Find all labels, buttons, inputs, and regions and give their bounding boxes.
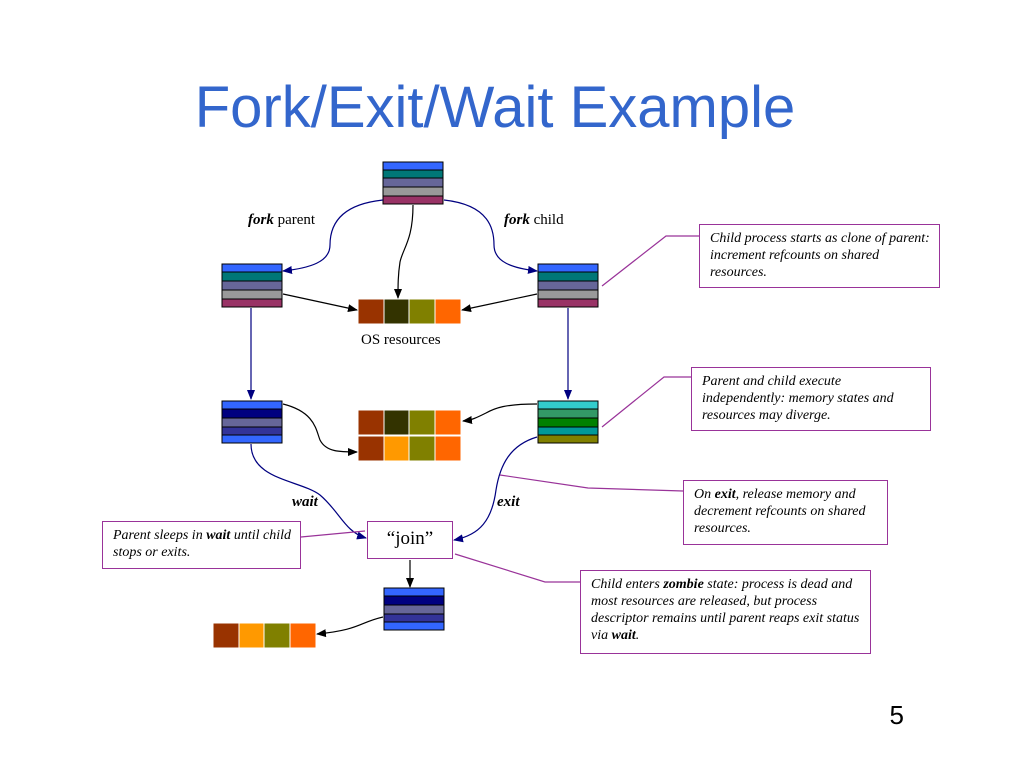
os-resources-label: OS resources — [361, 332, 441, 348]
diverged-resources-block — [357, 409, 462, 462]
zombie-callout-line — [454, 553, 580, 583]
process-stack-parent-running — [221, 400, 283, 444]
note-independent: Parent and child execute independently: … — [691, 367, 931, 431]
exit-label: exit — [497, 494, 520, 510]
child-diverged-arrow — [462, 403, 538, 424]
note-clone: Child process starts as clone of parent:… — [699, 224, 940, 288]
join-box: “join” — [367, 521, 453, 559]
parent-resource-arrow — [282, 293, 358, 313]
process-stack-parent-final — [383, 587, 445, 631]
os-resources-block — [357, 298, 462, 325]
process-stack-original — [382, 161, 444, 205]
wait-label: wait — [292, 494, 318, 510]
note-sleeps: Parent sleeps in wait until child stops … — [102, 521, 301, 569]
fork-resource-arrow — [394, 204, 414, 299]
final-resource-arrow — [316, 616, 384, 638]
process-stack-child-running — [537, 400, 599, 444]
parent-diverged-arrow — [282, 403, 358, 456]
fork-child-label: fork child — [504, 212, 564, 228]
fork-parent-label: fork parent — [248, 212, 316, 228]
child-resource-arrow — [461, 293, 538, 313]
page-number: 5 — [889, 700, 904, 730]
independent-callout-line — [601, 376, 691, 428]
wait-arrow — [250, 443, 367, 540]
final-resources-block — [212, 622, 317, 649]
process-stack-child — [537, 263, 599, 308]
note-zombie: Child enters zombie state: process is de… — [580, 570, 871, 654]
sleeps-callout-line — [300, 530, 366, 538]
process-stack-parent — [221, 263, 283, 308]
clone-callout-line — [601, 235, 699, 287]
slide-title: Fork/Exit/Wait Example — [194, 75, 796, 140]
fork-parent-arrow — [282, 199, 384, 274]
exit-callout-line — [499, 474, 684, 492]
fork-child-arrow — [443, 199, 538, 274]
note-exit: On exit, release memory and decrement re… — [683, 480, 888, 545]
exit-arrow — [453, 436, 538, 543]
